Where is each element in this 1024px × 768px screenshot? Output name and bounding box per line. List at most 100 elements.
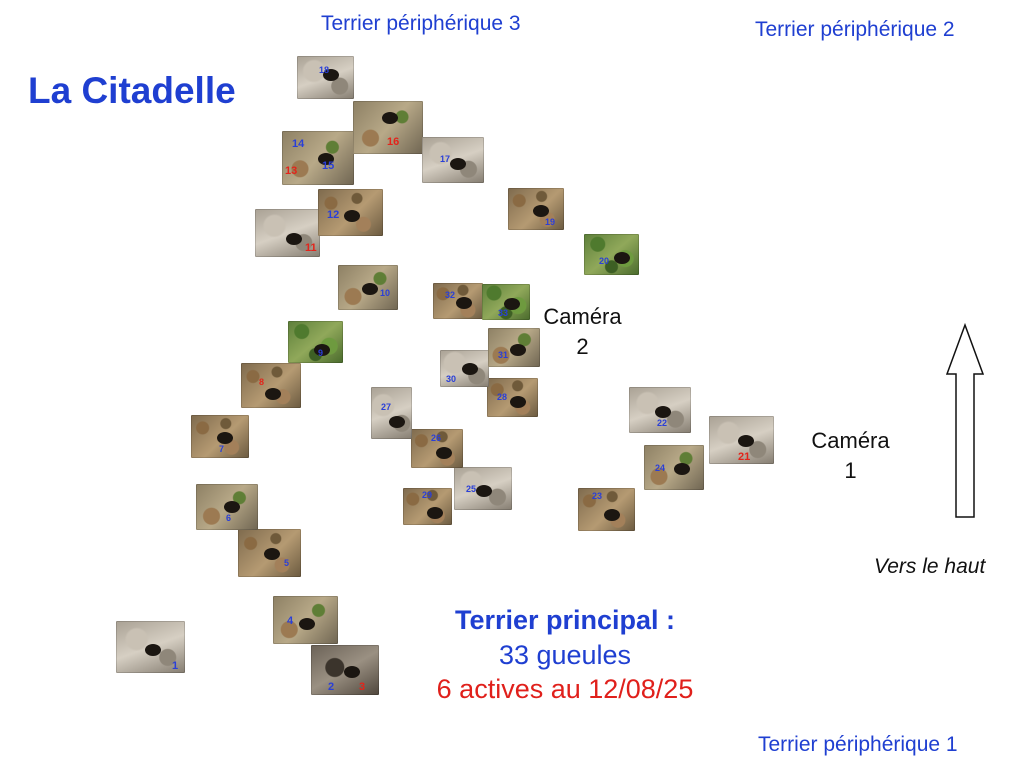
burrow-photo: 24 [644,445,704,490]
burrow-photo: 30 [440,350,489,387]
burrow-photo: 9 [288,321,343,363]
burrow-photo: 6 [196,484,258,530]
opening-number: 26 [431,433,442,443]
burrow-opening-shape [344,210,360,223]
main-burrow-summary: Terrier principal : 33 gueules 6 actives… [400,603,730,707]
burrow-photo: 32 [433,283,483,319]
burrow-opening-shape [655,406,672,419]
burrow-photo: 25 [454,467,512,510]
burrow-photo: 7 [191,415,249,458]
camera-1-line1: Caméra [811,428,890,453]
opening-number: 31 [498,350,509,360]
active-opening-number: 3 [359,681,366,693]
page-title: La Citadelle [28,70,236,111]
summary-openings-count: 33 gueules [498,639,632,670]
burrow-photo: 17 [422,137,484,183]
opening-number: 25 [466,484,477,494]
burrow-opening-shape [144,643,161,656]
burrow-opening-shape [603,508,620,521]
opening-number: 10 [380,288,391,298]
burrow-opening-shape [614,252,631,265]
opening-number: 32 [445,290,456,300]
burrow-photo: 5 [238,529,301,577]
summary-active-count: 6 actives au 12/08/25 [436,674,694,705]
opening-number: 33 [498,308,509,318]
burrow-photo: 18 [297,56,354,99]
burrow-opening-shape [223,501,240,514]
burrow-photo: 29 [403,488,452,525]
burrow-opening-shape [299,617,315,630]
opening-number: 12 [327,209,340,221]
opening-number: 28 [497,392,508,402]
burrow-opening-shape [449,157,466,170]
camera-2-label: Caméra 2 [530,302,635,361]
burrow-opening-shape [265,387,281,400]
burrow-photo: 19 [508,188,564,230]
opening-number: 24 [655,463,666,473]
opening-number: 18 [319,65,330,75]
opening-number: 9 [318,348,324,358]
opening-number: 30 [446,374,457,384]
opening-number: 1 [172,660,179,672]
burrow-opening-shape [426,507,443,520]
burrow-opening-shape [286,233,303,245]
opening-number: 22 [657,418,668,428]
burrow-photo: 22 [629,387,691,433]
opening-number: 4 [287,615,294,627]
camera-1-line2: 1 [844,457,857,483]
burrow-opening-shape [509,395,526,408]
peripheral-burrow-1-label: Terrier périphérique 1 [758,733,958,756]
up-arrow-icon [945,322,985,518]
opening-number: 2 [328,681,335,693]
opening-number: 23 [592,491,603,501]
burrow-opening-shape [382,111,399,124]
camera-2-line2: 2 [576,333,589,359]
opening-number: 14 [292,138,305,150]
burrow-photo: 31 [488,328,540,367]
burrow-opening-shape [318,152,334,165]
peripheral-burrow-2-label: Terrier périphérique 2 [755,18,955,41]
burrow-photo: 27 [371,387,412,439]
camera-2-line1: Caméra [543,304,622,329]
burrow-opening-shape [314,344,331,357]
opening-number: 27 [381,402,392,412]
burrow-opening-shape [476,485,493,498]
burrow-photo: 16 [353,101,423,154]
opening-number: 15 [322,160,335,172]
opening-number: 7 [219,444,225,454]
camera-1-label: Caméra 1 [798,426,903,485]
opening-number: 5 [284,558,290,568]
burrow-photo: 12 [318,189,383,236]
burrow-photo: 1 [116,621,185,673]
active-opening-number: 8 [259,377,265,387]
burrow-opening-shape [503,298,520,311]
burrow-opening-shape [322,68,339,81]
burrow-opening-shape [362,283,378,295]
direction-note: Vers le haut [874,555,986,578]
burrow-photo: 8 [241,363,301,408]
burrow-opening-shape [217,432,234,445]
burrow-photo: 33 [482,284,530,320]
burrow-opening-shape [455,297,472,310]
burrow-opening-shape [533,204,550,217]
opening-number: 29 [422,490,433,500]
burrow-opening-shape [674,463,690,475]
opening-number: 19 [545,217,556,227]
active-opening-number: 21 [738,451,751,463]
burrow-photo: 11 [255,209,320,257]
opening-number: 17 [440,154,451,164]
burrow-opening-shape [435,446,452,459]
burrow-photo: 26 [411,429,463,468]
burrow-opening-shape [509,343,526,356]
burrow-photo: 28 [487,378,538,417]
burrow-opening-shape [264,548,281,561]
opening-number: 20 [599,256,610,266]
burrow-photo: 21 [709,416,774,464]
opening-number: 6 [226,513,232,523]
summary-title: Terrier principal : [454,605,676,635]
burrow-opening-shape [343,666,360,678]
active-opening-number: 13 [285,165,298,177]
burrow-photo: 20 [584,234,639,275]
